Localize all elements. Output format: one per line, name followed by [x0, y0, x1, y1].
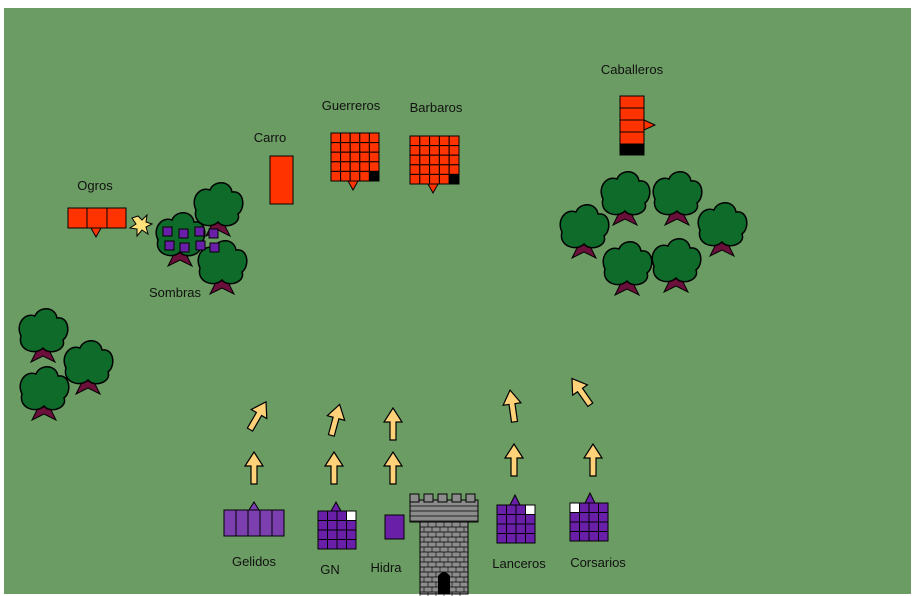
- unit-guerreros[interactable]: [331, 133, 379, 190]
- unit-label-guerreros: Guerreros: [322, 98, 381, 113]
- unit-label-caballeros: Caballeros: [601, 62, 664, 77]
- unit-label-lanceros: Lanceros: [492, 556, 546, 571]
- unit-label-gelidos: Gelidos: [232, 554, 277, 569]
- unit-label-carro: Carro: [254, 130, 287, 145]
- unit-label-corsarios: Corsarios: [570, 555, 626, 570]
- unit-label-hidra: Hidra: [370, 560, 402, 575]
- unit-barbaros[interactable]: [410, 136, 459, 193]
- tower-icon: [410, 494, 478, 596]
- unit-label-ogros: Ogros: [77, 178, 113, 193]
- unit-label-gn: GN: [320, 562, 340, 577]
- unit-label-sombras: Sombras: [149, 285, 202, 300]
- unit-label-barbaros: Barbaros: [410, 100, 463, 115]
- unit-hidra[interactable]: [385, 515, 404, 539]
- unit-carro[interactable]: [270, 156, 293, 204]
